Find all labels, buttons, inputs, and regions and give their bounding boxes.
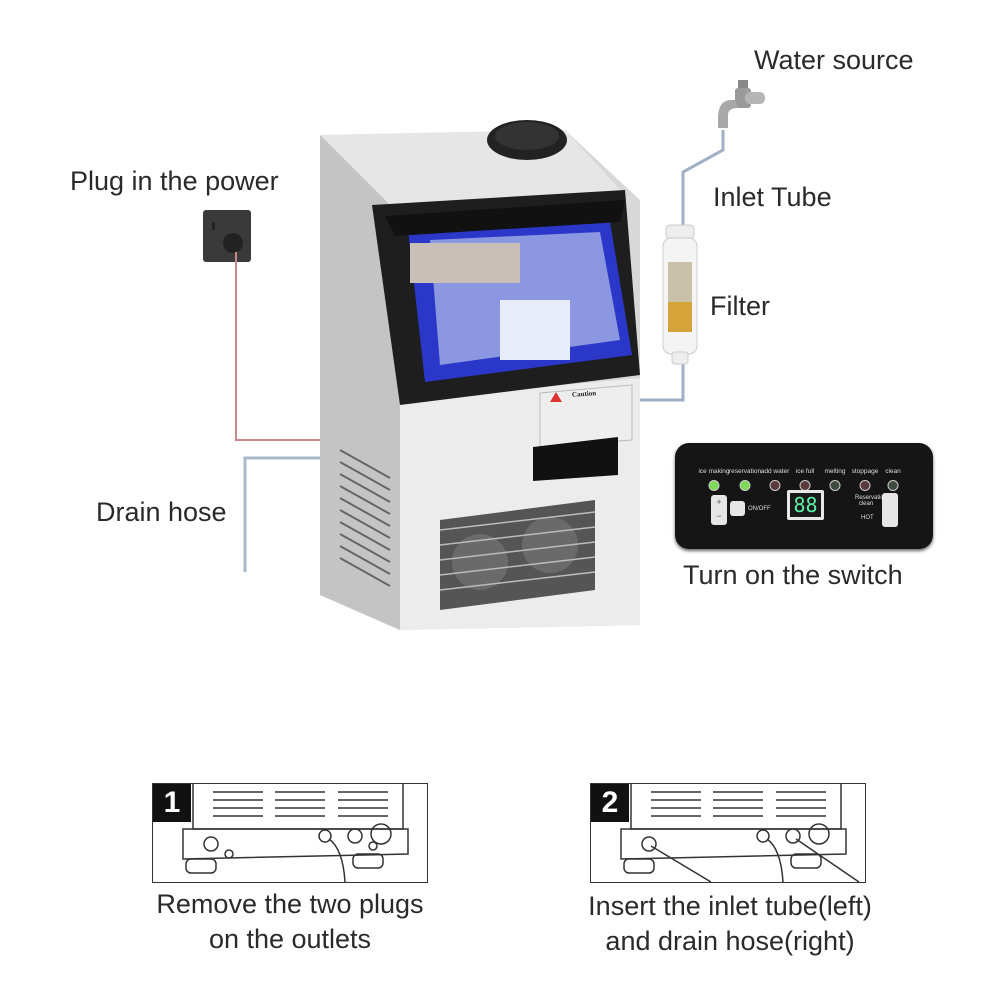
indicator-label: reservation (728, 468, 762, 475)
plus-minus-button[interactable]: + − (711, 495, 727, 525)
caution-label: Caution (571, 389, 597, 399)
caption-line: Insert the inlet tube(left) (588, 891, 872, 921)
faucet-icon (718, 80, 765, 128)
indicator-led (739, 480, 751, 491)
label-turn-on-switch: Turn on the switch (683, 560, 903, 590)
step-2-caption: Insert the inlet tube(left) and drain ho… (545, 889, 915, 959)
indicator-led (708, 480, 720, 491)
hot-label: HOT (861, 515, 874, 521)
indicator-label: add water (760, 468, 790, 475)
machine-back-hoses (620, 784, 860, 882)
label-drain-hose: Drain hose (96, 497, 227, 527)
step-1-caption: Remove the two plugs on the outlets (120, 887, 460, 957)
reservation-hot-button[interactable] (882, 493, 898, 527)
step-number: 1 (153, 784, 191, 822)
indicator-label: melting (824, 468, 846, 475)
machine-back-outlets (182, 784, 409, 882)
step-2-illustration: 2 (590, 783, 866, 883)
indicator-led (887, 480, 899, 491)
caption-line: Remove the two plugs (156, 889, 424, 919)
plus-label: + (716, 497, 722, 507)
indicator-label: clean (885, 468, 901, 475)
digital-display: 88 (787, 490, 824, 520)
indicator-led (829, 480, 841, 491)
label-water-source: Water source (754, 45, 914, 75)
ice-machine (320, 120, 640, 630)
step-1-illustration: 1 (152, 783, 428, 883)
indicator-label: stoppage (851, 468, 879, 475)
filter-icon (662, 224, 698, 365)
indicator-label: ice full (795, 468, 815, 475)
indicator-label: ice making (698, 468, 730, 475)
wall-socket-icon (203, 210, 251, 262)
indicator-led (769, 480, 781, 491)
power-button[interactable] (730, 501, 745, 516)
onoff-label: ON/OFF (748, 506, 771, 512)
label-filter: Filter (710, 291, 770, 321)
step-number: 2 (591, 784, 629, 822)
caption-line: and drain hose(right) (605, 926, 855, 956)
minus-label: − (716, 511, 722, 521)
control-panel: ice making reservation add water ice ful… (675, 443, 933, 549)
label-plug-power: Plug in the power (70, 166, 279, 196)
indicator-led (859, 480, 871, 491)
caption-line: on the outlets (208, 924, 372, 954)
reservation-clean-label: Reservation clean (855, 495, 888, 507)
label-inlet-tube: Inlet Tube (713, 182, 832, 212)
